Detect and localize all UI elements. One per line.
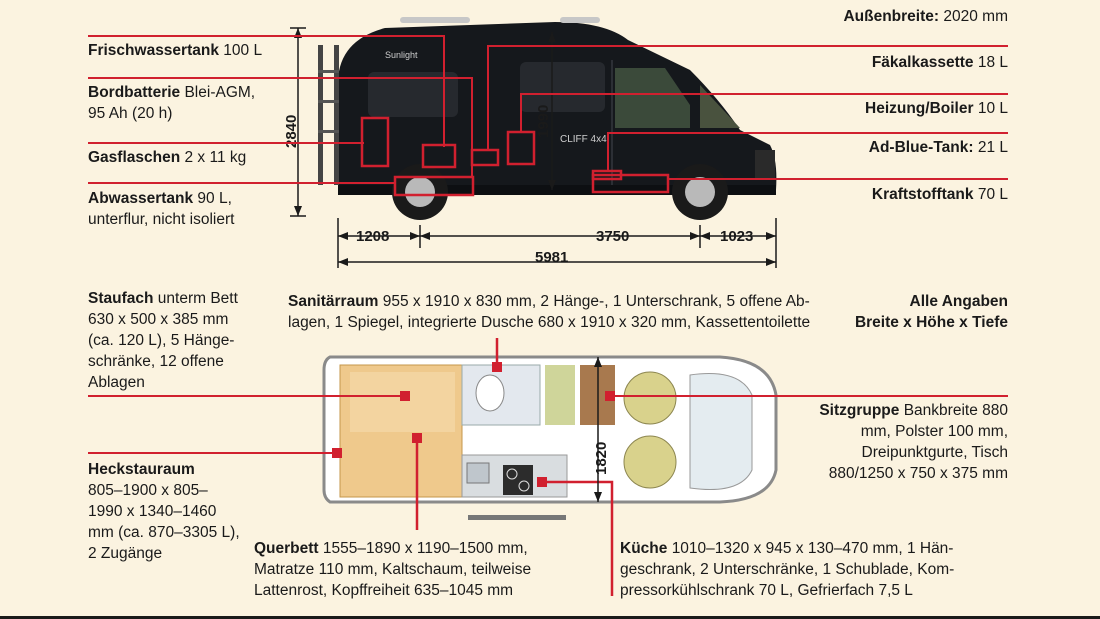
- leader-adblue: [607, 132, 1008, 134]
- floorplan: [322, 355, 778, 520]
- dim-wheelbase: 3750: [596, 228, 629, 245]
- dim-length: 5981: [535, 249, 568, 266]
- label-heizung: Heizung/Boiler 10 L: [865, 100, 1008, 117]
- leader-heizung: [520, 93, 1008, 95]
- dim-height: 2840: [283, 115, 300, 148]
- leader-sitzgruppe: [615, 395, 1008, 397]
- label-sanitaerraum: Sanitärraum 955 x 1910 x 830 mm, 2 Hänge…: [288, 293, 811, 331]
- label-sitzgruppe: Sitzgruppe Bankbreite 880 mm, Polster 10…: [819, 402, 1008, 482]
- label-heckstauraum: Heckstauraum 805–1900 x 805– 1990 x 1340…: [88, 461, 240, 562]
- floorplan-markers: [332, 362, 615, 487]
- leader-kraftstoff: [668, 178, 1008, 180]
- leader-bordbatterie-drop: [471, 77, 473, 177]
- label-kraftstofftank: Kraftstofftank 70 L: [871, 186, 1008, 203]
- label-faekalkassette: Fäkalkassette 18 L: [871, 54, 1008, 71]
- leader-staufach: [88, 395, 400, 397]
- bottom-rule: [0, 616, 1100, 619]
- van-side-view: [318, 17, 777, 220]
- leader-adblue-drop: [607, 132, 609, 172]
- label-frischwassertank: Frischwassertank 100 L: [88, 42, 263, 59]
- van-brand: Sunlight: [385, 50, 418, 60]
- label-abwassertank: Abwassertank 90 L, unterflur, nicht isol…: [88, 190, 235, 228]
- label-staufach: Staufach unterm Bett 630 x 500 x 385 mm …: [88, 290, 238, 391]
- leader-heckstauraum: [88, 452, 334, 454]
- leader-faekal-drop: [487, 45, 489, 151]
- leader-gasflaschen: [88, 142, 364, 144]
- leader-abwasser: [88, 182, 396, 184]
- label-bordbatterie: Bordbatterie Blei-AGM, 95 Ah (20 h): [88, 84, 256, 122]
- dim-rear: 1208: [356, 228, 389, 245]
- label-querbett: Querbett 1555–1890 x 1190–1500 mm, Matra…: [254, 540, 532, 599]
- leader-bordbatterie: [88, 77, 473, 79]
- label-gasflaschen: Gasflaschen 2 x 11 kg: [88, 149, 247, 166]
- leader-frischwasser-drop: [443, 35, 445, 147]
- van-model: CLIFF 4x4: [560, 134, 607, 145]
- leader-frischwasser: [88, 35, 445, 37]
- leader-faekal: [487, 45, 1008, 47]
- dim-width: 1820: [593, 442, 610, 475]
- dim-front: 1023: [720, 228, 753, 245]
- label-adblue: Ad-Blue-Tank: 21 L: [868, 139, 1008, 156]
- leader-heizung-drop: [520, 93, 522, 133]
- label-aussenbreite: Außenbreite: 2020 mm: [843, 8, 1008, 25]
- dim-interior-height: 1990: [535, 105, 552, 138]
- label-kueche: Küche 1010–1320 x 945 x 130–470 mm, 1 Hä…: [620, 540, 955, 599]
